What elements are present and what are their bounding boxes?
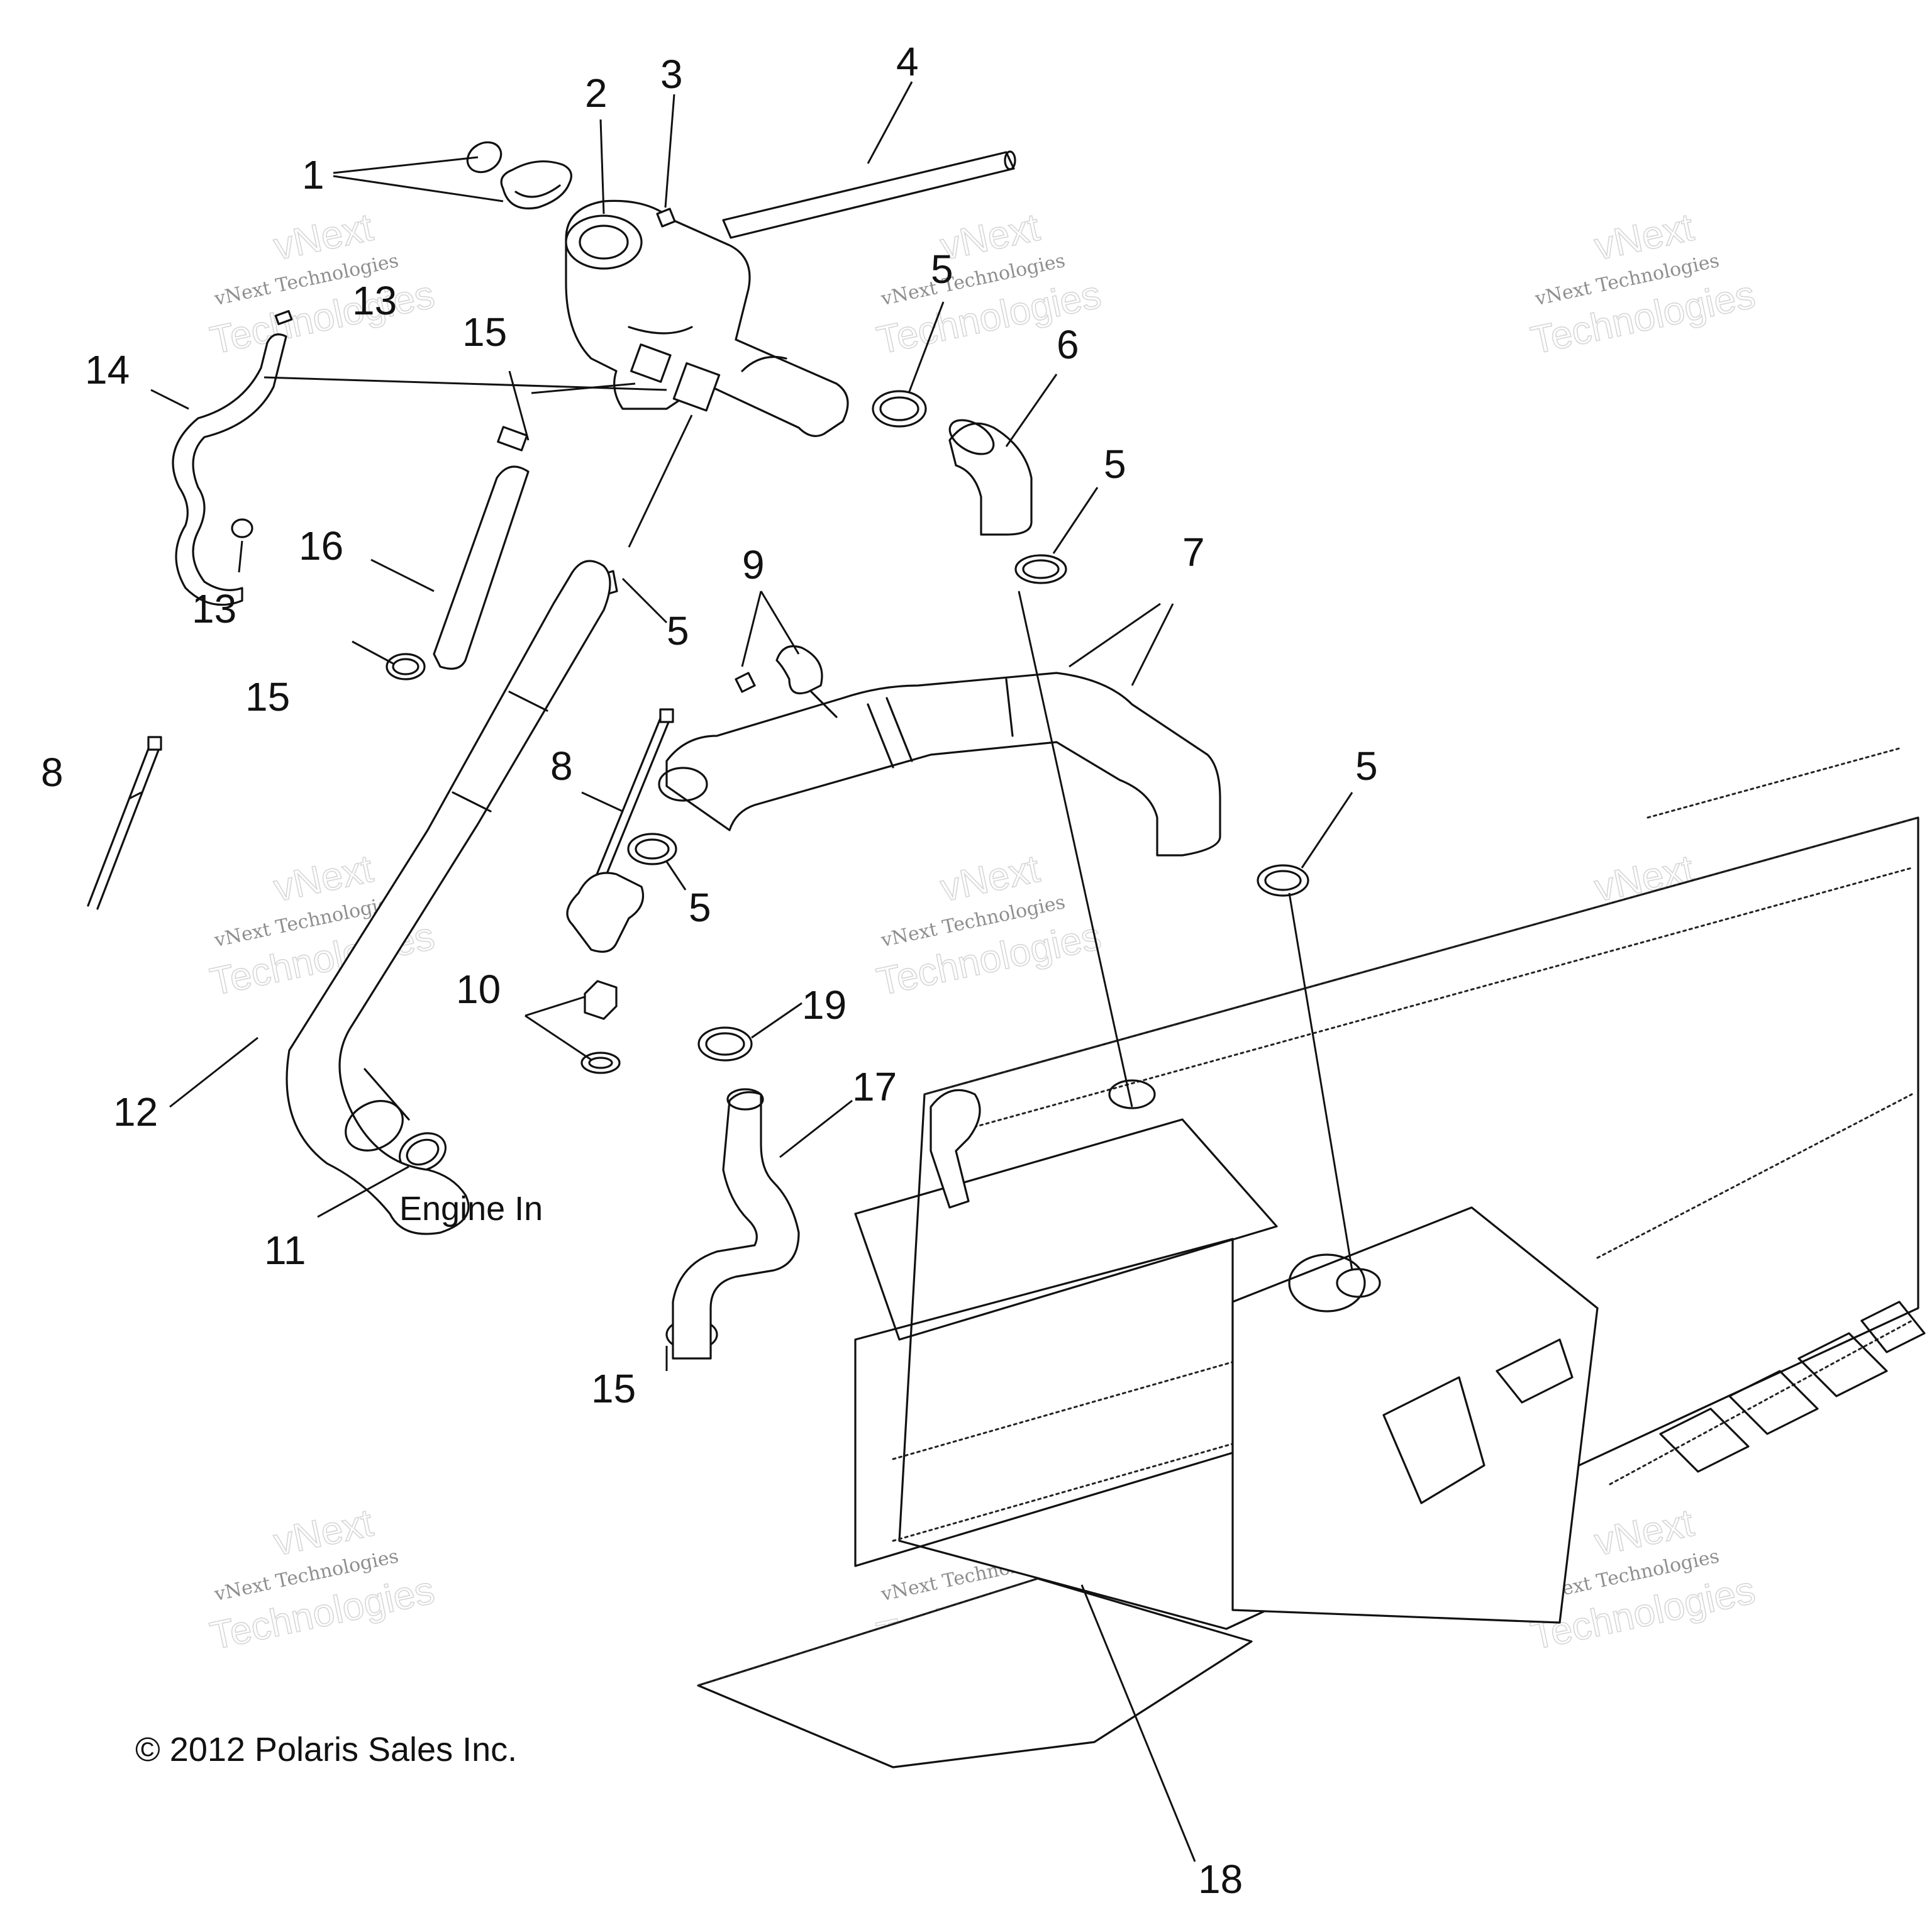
watermark-3: vNext vNext Technologies Technologies [1527,205,1760,363]
radiator-cap-part [466,141,572,209]
callout-2: 2 [585,70,608,116]
thermostat-part [566,872,645,1074]
engine-in-clamp-part [398,1132,447,1172]
small-clamp-part [697,1026,753,1062]
callout-13a: 13 [352,278,397,323]
coolant-hose-part [658,672,1221,857]
callout-5b: 5 [1104,441,1126,487]
callout-17: 17 [852,1064,897,1109]
fitting-part [656,208,676,228]
callout-5e: 5 [689,885,711,930]
vent-tube-part [722,150,1016,239]
leader-lines [128,81,1353,1862]
coolant-bottle-part [565,199,849,437]
return-hose-part [286,560,611,1235]
elbow-hose-part [948,419,1033,536]
callout-10: 10 [456,967,501,1012]
callout-4: 4 [896,39,919,84]
callout-14: 14 [85,347,130,392]
callout-3: 3 [660,52,683,97]
callout-16: 16 [299,523,343,569]
watermark-1: vNext vNext Technologies Technologies [206,205,439,363]
callout-11: 11 [264,1228,306,1273]
callout-8a: 8 [41,750,64,795]
callout-5a: 5 [931,247,953,292]
small-hose-part [172,310,293,606]
callout-5d: 5 [1355,743,1378,789]
callouts: 1 2 3 4 5 5 5 5 5 6 7 8 8 9 10 11 12 13 … [41,39,1378,1902]
callout-19: 19 [802,982,847,1028]
callout-13b: 13 [192,586,236,631]
callout-5c: 5 [667,608,689,653]
engine-in-label: Engine In [399,1190,543,1228]
callout-7: 7 [1182,530,1205,575]
s-hose-part [672,1088,800,1360]
chassis-tunnel-part [697,747,1926,1768]
callout-6: 6 [1057,322,1079,367]
copyright-notice: © 2012 Polaris Sales Inc. [135,1731,517,1768]
callout-9: 9 [742,542,765,587]
watermark-5: vNext vNext Technologies Technologies [873,847,1106,1004]
callout-1: 1 [302,152,325,197]
callout-15a: 15 [462,309,507,355]
callout-12: 12 [113,1089,158,1135]
callout-18: 18 [1198,1857,1243,1902]
cable-tie-part [87,708,674,910]
watermark-7: vNext vNext Technologies Technologies [206,1501,439,1658]
callout-15b: 15 [245,674,290,719]
callout-15c: 15 [591,1366,636,1411]
callout-8b: 8 [550,743,573,789]
